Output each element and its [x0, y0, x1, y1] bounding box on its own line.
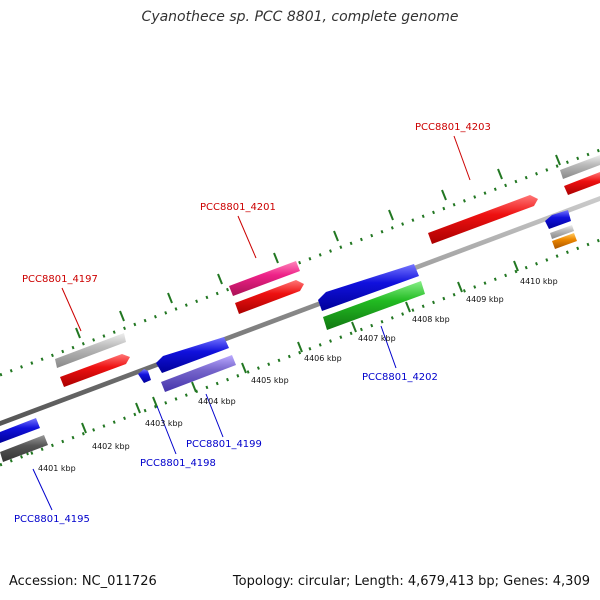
- gene-label-4201: PCC8801_4201: [200, 202, 276, 213]
- upper-tick-track: [0, 148, 600, 377]
- gene-label-4202: PCC8801_4202: [362, 372, 438, 383]
- genome-summary-text: Topology: circular; Length: 4,679,413 bp…: [232, 574, 590, 589]
- gene-label-4198: PCC8801_4198: [140, 458, 216, 469]
- scale-label: 4410 kbp: [520, 277, 558, 286]
- gene-4197-grey[interactable]: [55, 333, 126, 368]
- gene-label-4195: PCC8801_4195: [14, 514, 90, 525]
- gene-label-4197: PCC8801_4197: [22, 274, 98, 285]
- scale-label: 4409 kbp: [466, 295, 504, 304]
- gene-4201[interactable]: [235, 280, 304, 314]
- genome-backbone: [0, 196, 600, 426]
- gene-4199[interactable]: [156, 337, 229, 373]
- scale-label: 4401 kbp: [38, 464, 76, 473]
- scale-label: 4406 kbp: [304, 354, 342, 363]
- gene-4203[interactable]: [428, 195, 538, 244]
- scale-label: 4402 kbp: [92, 442, 130, 451]
- scale-label: 4407 kbp: [358, 334, 396, 343]
- gene-4197[interactable]: [60, 354, 130, 387]
- scale-label: 4408 kbp: [412, 315, 450, 324]
- gene-4198[interactable]: [161, 355, 236, 392]
- gene-right-small-grey[interactable]: [550, 225, 574, 239]
- gene-4195-blue[interactable]: [0, 418, 40, 443]
- gene-4202[interactable]: [323, 281, 425, 330]
- gene-4201-magenta[interactable]: [229, 261, 300, 296]
- lower-tick-track: [0, 238, 600, 467]
- gene-right-grey[interactable]: [560, 155, 600, 179]
- gene-4202-blue[interactable]: [318, 264, 419, 311]
- gene-right-red[interactable]: [564, 172, 600, 195]
- leader-lines: [32, 135, 471, 511]
- gene-small-blue[interactable]: [138, 369, 151, 383]
- scale-label: 4405 kbp: [251, 376, 289, 385]
- scale-label: 4403 kbp: [145, 419, 183, 428]
- accession-text: Accession: NC_011726: [9, 574, 157, 589]
- map-title: Cyanothece sp. PCC 8801, complete genome: [141, 9, 459, 25]
- gene-right-small-orange[interactable]: [552, 233, 577, 249]
- gene-4195-darkgray[interactable]: [0, 435, 48, 462]
- gene-label-4199: PCC8801_4199: [186, 439, 262, 450]
- gene-right-small-blue[interactable]: [545, 210, 571, 229]
- scale-label: 4404 kbp: [198, 397, 236, 406]
- gene-label-4203: PCC8801_4203: [415, 122, 491, 133]
